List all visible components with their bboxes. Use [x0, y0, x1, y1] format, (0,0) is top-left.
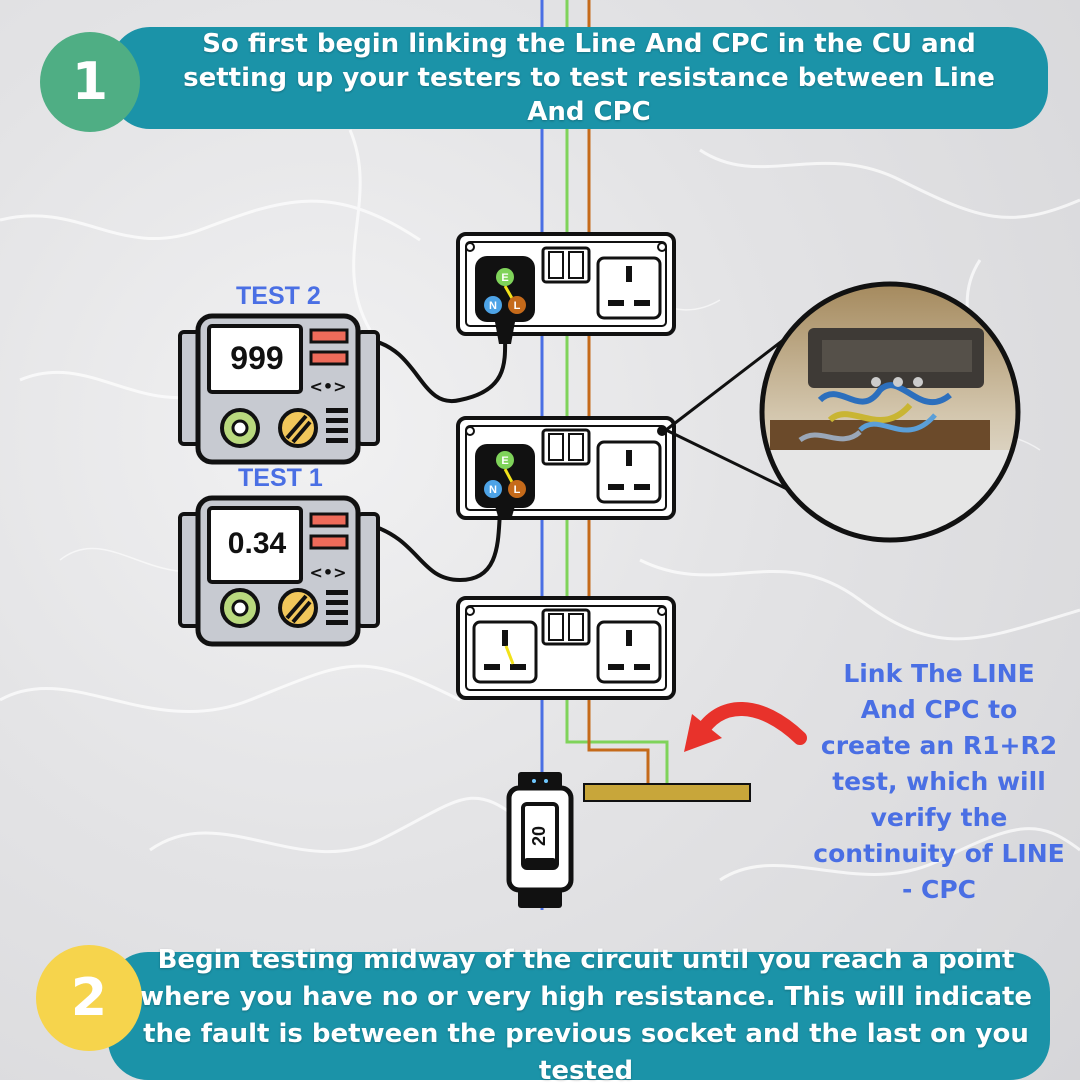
test-1-label: TEST 1 — [238, 464, 323, 492]
step-2-text: Begin testing midway of the circuit unti… — [139, 945, 1033, 1086]
tester-2-reading: 999 — [230, 339, 284, 376]
pin-line-label: L — [514, 484, 521, 496]
test-plug-middle — [475, 444, 535, 520]
test-lead-2 — [369, 329, 508, 404]
svg-text:<•>: <•> — [309, 563, 346, 582]
tester-1: <•> — [178, 495, 380, 647]
test-lead-1 — [369, 511, 502, 583]
pin-neutral-label: N — [489, 300, 497, 312]
socket-bottom — [456, 596, 676, 700]
step-1-circle: 1 — [40, 32, 140, 132]
link-wire — [504, 645, 515, 665]
magnified-socket-photo — [665, 281, 1021, 543]
test-plug-top — [475, 256, 535, 344]
tester-1-reading: 0.34 — [227, 527, 287, 560]
r1-r2-annotation: Link The LINE And CPC to create an R1+R2… — [813, 659, 1065, 904]
line-wire — [587, 0, 650, 786]
pin-earth-label: E — [501, 455, 508, 467]
step-1-banner: So first begin linking the Line And CPC … — [110, 27, 1048, 129]
test-2-label: TEST 2 — [236, 282, 321, 310]
step-2-banner: Begin testing midway of the circuit unti… — [108, 945, 1050, 1086]
pin-line-label: L — [514, 300, 521, 312]
mcb-rating: 20 — [529, 826, 549, 846]
red-arrow — [684, 702, 807, 752]
pin-neutral-label: N — [489, 484, 497, 496]
step-1-text: So first begin linking the Line And CPC … — [183, 29, 995, 127]
svg-text:<•>: <•> — [309, 377, 346, 396]
earth-wire — [565, 0, 669, 786]
pin-earth-label: E — [501, 272, 508, 284]
tester-2: <•> — [178, 313, 380, 465]
step-2-circle: 2 — [36, 945, 142, 1051]
earth-bar — [583, 783, 751, 802]
mcb-toggle — [524, 858, 556, 868]
